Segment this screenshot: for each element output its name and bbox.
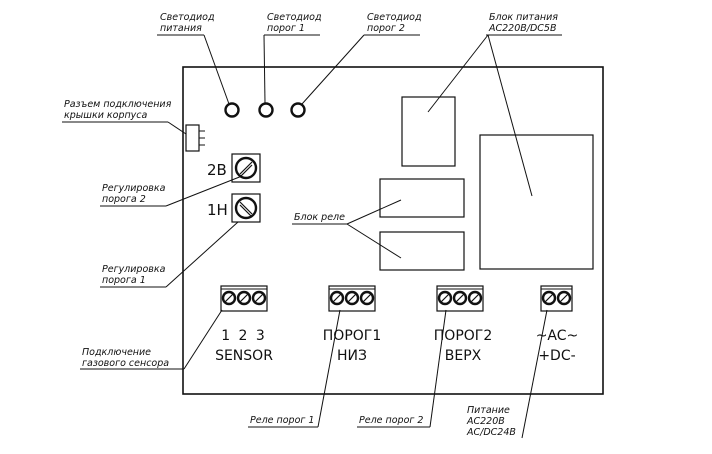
callout-led-threshold2-line2: порог 2 bbox=[367, 23, 405, 34]
relay-upper bbox=[379, 178, 465, 218]
sensor-pins-label: 1 2 3 bbox=[221, 328, 267, 344]
callout-led-power-line1: Светодиод bbox=[160, 12, 215, 23]
porog1-sub-label: НИЗ bbox=[337, 348, 367, 364]
porog2-sub-label: ВЕРХ bbox=[445, 348, 482, 364]
leader-lines bbox=[62, 34, 562, 439]
pot-1n-label: 1Н bbox=[207, 201, 228, 219]
terminal-power-icon bbox=[540, 285, 573, 312]
lid-connector-icon bbox=[185, 124, 205, 152]
terminal-sensor-icon bbox=[220, 285, 268, 312]
callout-led-threshold2-line1: Светодиод bbox=[367, 12, 422, 23]
porog1-label: ПОРОГ1 bbox=[323, 328, 381, 344]
porog2-label: ПОРОГ2 bbox=[434, 328, 492, 344]
power-ac-label: ~AC~ bbox=[536, 328, 579, 344]
callout-lid-connector-line1: Разъем подключения bbox=[64, 99, 172, 110]
callout-relay-threshold1: Реле порог 1 bbox=[250, 415, 314, 426]
callout-led-threshold1-line1: Светодиод bbox=[267, 12, 322, 23]
callout-sensor-connection-line1: Подключение bbox=[82, 347, 151, 358]
led-threshold1-icon bbox=[258, 102, 274, 118]
callout-adjust-threshold1-line2: порога 1 bbox=[102, 275, 146, 286]
callout-power-input-line1: Питание bbox=[467, 405, 510, 416]
board-outline bbox=[182, 66, 604, 395]
led-threshold2-icon bbox=[290, 102, 306, 118]
callout-relay-block: Блок реле bbox=[294, 212, 345, 223]
callout-led-threshold1-line2: порог 1 bbox=[267, 23, 305, 34]
callout-sensor-connection-line2: газового сенсора bbox=[82, 358, 169, 369]
led-power-icon bbox=[224, 102, 240, 118]
callout-led-power-line2: питания bbox=[160, 23, 202, 34]
terminal-porog1-icon bbox=[328, 285, 376, 312]
terminal-porog2-icon bbox=[436, 285, 484, 312]
pot-threshold1-icon bbox=[231, 193, 261, 223]
pot-threshold2-icon bbox=[231, 153, 261, 183]
callout-relay-threshold2: Реле порог 2 bbox=[359, 415, 423, 426]
callout-adjust-threshold2-line1: Регулировка bbox=[102, 183, 166, 194]
callout-adjust-threshold1-line1: Регулировка bbox=[102, 264, 166, 275]
relay-lower bbox=[379, 231, 465, 271]
callout-lid-connector-line2: крышки корпуса bbox=[64, 110, 148, 121]
power-block-small bbox=[401, 96, 456, 167]
callout-power-input-line3: AC/DC24В bbox=[466, 427, 516, 438]
callout-power-input-line2: AC220В bbox=[466, 416, 505, 427]
callout-power-block-line2: AC220В/DC5В bbox=[488, 23, 557, 34]
sensor-label: SENSOR bbox=[215, 348, 273, 364]
callout-power-block-line1: Блок питания bbox=[489, 12, 558, 23]
pot-2v-label: 2В bbox=[207, 161, 227, 179]
power-dc-label: +DC- bbox=[538, 348, 575, 364]
callout-adjust-threshold2-line2: порога 2 bbox=[102, 194, 146, 205]
power-block-large bbox=[479, 134, 594, 270]
